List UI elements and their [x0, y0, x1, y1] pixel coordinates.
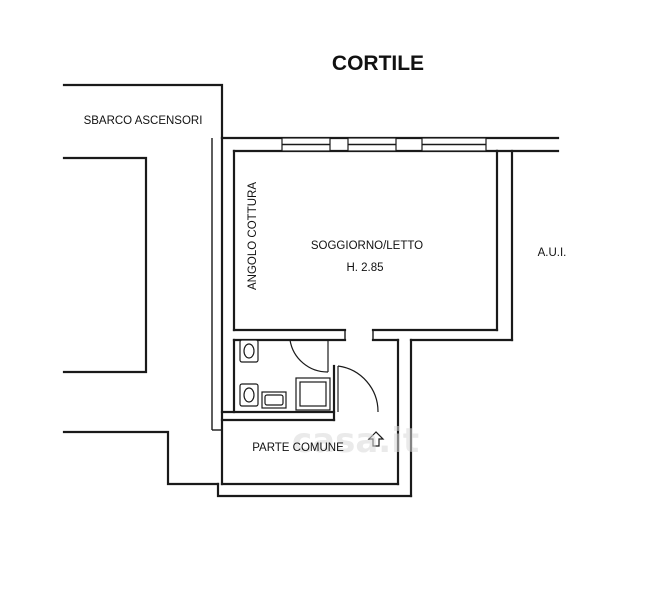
elevator-landing-label: SBARCO ASCENSORI: [84, 115, 203, 127]
ceiling-height-label: H. 2.85: [346, 262, 383, 274]
sink-icon: [261, 391, 287, 409]
common-area-label: PARTE COMUNE: [252, 442, 344, 454]
facade-wall: [220, 136, 560, 153]
landing-block-walls: [62, 83, 224, 486]
living-room-walls: [232, 149, 514, 342]
kitchenette-label: ANGOLO COTTURA: [247, 182, 259, 290]
watermark: casa.it: [292, 421, 419, 461]
toilet-icon: [239, 339, 259, 363]
bathroom-walls: [216, 338, 413, 498]
courtyard-label: CORTILE: [332, 52, 424, 75]
up-arrow-icon: [367, 431, 385, 447]
living-room-label: SOGGIORNO/LETTO: [311, 240, 423, 252]
other-units-label: A.U.I.: [538, 247, 567, 259]
shower-tray-icon: [295, 377, 331, 411]
bidet-icon: [239, 383, 259, 407]
